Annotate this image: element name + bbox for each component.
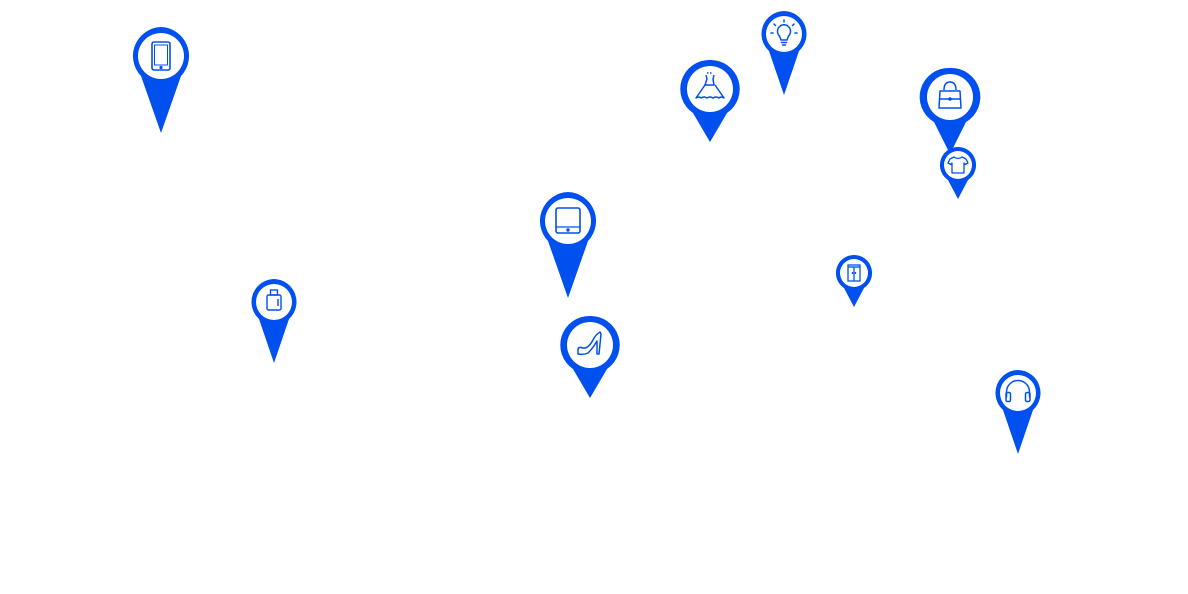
pin-smartphone[interactable] bbox=[132, 27, 190, 133]
high-heel-icon bbox=[577, 331, 602, 356]
pin-dress[interactable] bbox=[680, 59, 740, 142]
wardrobe-icon bbox=[847, 264, 861, 282]
tablet-icon bbox=[555, 207, 581, 234]
pin-lightbulb[interactable] bbox=[761, 11, 807, 95]
handbag-icon bbox=[938, 81, 962, 109]
pin-usb-drive[interactable] bbox=[251, 279, 297, 363]
usb-drive-icon bbox=[266, 289, 282, 311]
pin-wardrobe[interactable] bbox=[835, 254, 873, 307]
headphones-icon bbox=[1005, 379, 1031, 403]
pin-headphones[interactable] bbox=[995, 370, 1041, 454]
lightbulb-icon bbox=[770, 19, 798, 46]
pin-high-heel[interactable] bbox=[560, 315, 620, 398]
pin-tablet[interactable] bbox=[539, 192, 597, 298]
smartphone-icon bbox=[151, 41, 171, 71]
pin-tshirt[interactable] bbox=[939, 146, 977, 199]
tshirt-icon bbox=[947, 156, 969, 174]
dress-icon bbox=[695, 72, 725, 99]
pin-handbag[interactable] bbox=[919, 67, 981, 154]
